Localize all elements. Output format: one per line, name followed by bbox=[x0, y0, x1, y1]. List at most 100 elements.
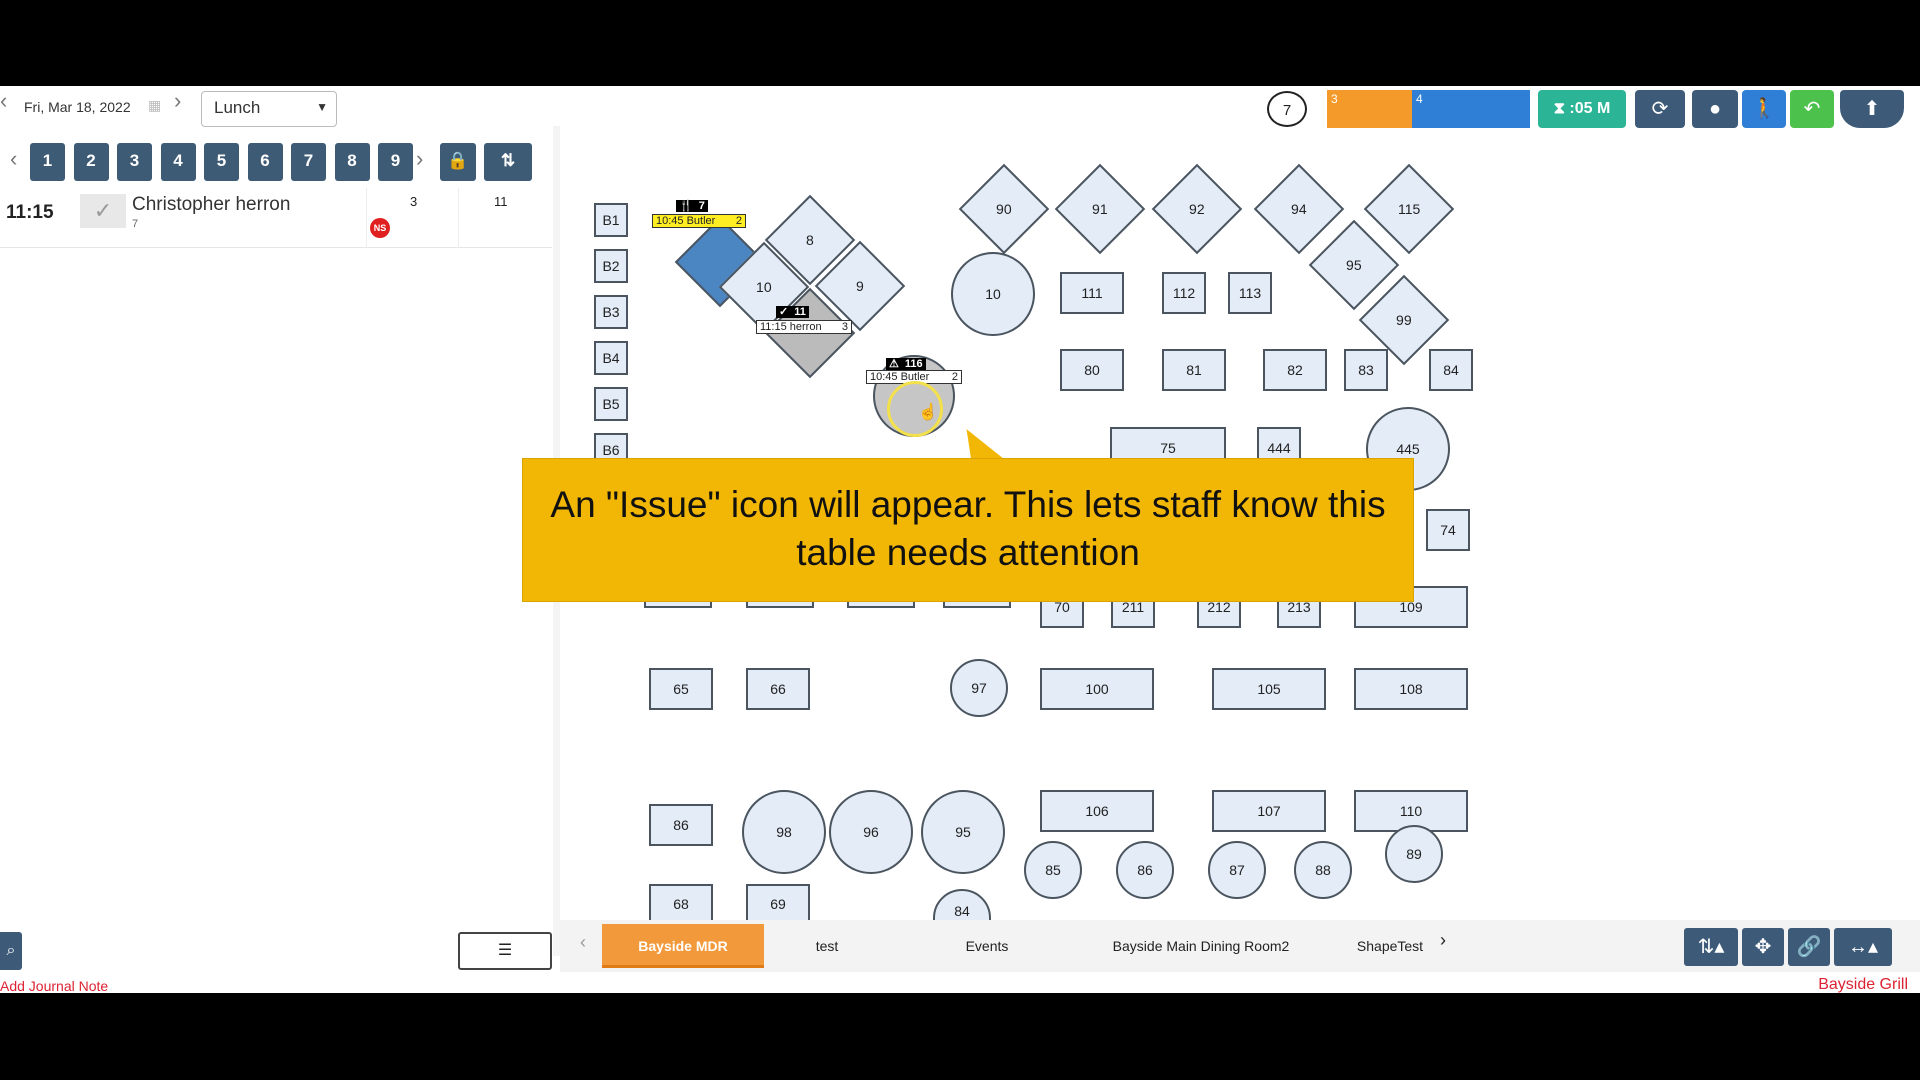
cutlery-icon: 🍴 bbox=[676, 200, 696, 212]
table-113[interactable]: 113 bbox=[1228, 272, 1272, 314]
meal-period-select[interactable]: Lunch ▼ bbox=[201, 91, 337, 127]
page-button-2[interactable]: 2 bbox=[73, 143, 109, 181]
timer-value: :05 M bbox=[1569, 100, 1611, 117]
table-68[interactable]: 68 bbox=[649, 884, 713, 924]
status-bar-blue: 4 bbox=[1412, 90, 1530, 128]
link-tool-button[interactable]: 🔗 bbox=[1788, 928, 1830, 966]
table-83[interactable]: 83 bbox=[1344, 349, 1388, 391]
herron-ticket-tag[interactable]: ✓11 bbox=[776, 302, 809, 320]
table-82[interactable]: 82 bbox=[1263, 349, 1327, 391]
reservation-row[interactable]: 11:15 ✓ Christopher herron 7 3 11 NS bbox=[0, 188, 552, 248]
table-112[interactable]: 112 bbox=[1162, 272, 1206, 314]
no-show-badge[interactable]: NS bbox=[370, 218, 390, 238]
table-84[interactable]: 84 bbox=[1429, 349, 1473, 391]
user-button[interactable]: ● bbox=[1692, 90, 1738, 128]
table-95-round[interactable]: 95 bbox=[921, 790, 1005, 874]
party-size: 3 bbox=[410, 194, 418, 209]
page-button-1[interactable]: 1 bbox=[30, 143, 65, 181]
table-74[interactable]: 74 bbox=[1426, 509, 1470, 551]
resize-tool-button[interactable]: ↔▴ bbox=[1834, 928, 1892, 966]
issue-ticket-tag[interactable]: ⚠116 bbox=[886, 354, 926, 372]
room-tab-bayside-main-dining-room2[interactable]: Bayside Main Dining Room2 bbox=[1112, 938, 1290, 954]
table-105[interactable]: 105 bbox=[1212, 668, 1326, 710]
prev-date-arrow[interactable]: ‹ bbox=[0, 88, 8, 113]
add-journal-note-link[interactable]: Add Journal Note bbox=[0, 978, 109, 994]
reservation-time: 11:15 bbox=[6, 202, 54, 223]
pagination-next-arrow[interactable]: › bbox=[416, 146, 424, 171]
table-90[interactable]: 90 bbox=[958, 163, 1050, 255]
search-button[interactable]: ⌕ bbox=[0, 932, 22, 970]
table-107[interactable]: 107 bbox=[1212, 790, 1326, 832]
next-date-arrow[interactable]: › bbox=[174, 88, 182, 113]
table-108[interactable]: 108 bbox=[1354, 668, 1468, 710]
page-button-6[interactable]: 6 bbox=[247, 143, 283, 181]
pagination-prev-arrow[interactable]: ‹ bbox=[10, 146, 18, 171]
booth-b1[interactable]: B1 bbox=[594, 203, 628, 237]
table-98[interactable]: 98 bbox=[742, 790, 826, 874]
page-button-4[interactable]: 4 bbox=[160, 143, 196, 181]
table-111[interactable]: 111 bbox=[1060, 272, 1124, 314]
move-tool-button[interactable]: ✥ bbox=[1742, 928, 1784, 966]
herron-label-text: 11:15 herron bbox=[760, 321, 822, 333]
room-tab-test[interactable]: test bbox=[815, 938, 839, 954]
page-button-3[interactable]: 3 bbox=[117, 143, 152, 181]
booth-b5[interactable]: B5 bbox=[594, 387, 628, 421]
tabs-next-arrow[interactable]: › bbox=[1440, 930, 1446, 950]
table-86-round[interactable]: 86 bbox=[1116, 841, 1174, 899]
sort-tool-button[interactable]: ⇅▴ bbox=[1684, 928, 1738, 966]
date-display[interactable]: Fri, Mar 18, 2022 bbox=[24, 99, 131, 115]
table-87[interactable]: 87 bbox=[1208, 841, 1266, 899]
table-88[interactable]: 88 bbox=[1294, 841, 1352, 899]
table-92[interactable]: 92 bbox=[1151, 163, 1243, 255]
resize-horizontal-icon: ↔▴ bbox=[1847, 936, 1879, 958]
table-66[interactable]: 66 bbox=[746, 668, 810, 710]
table-94[interactable]: 94 bbox=[1253, 163, 1345, 255]
table-86-square[interactable]: 86 bbox=[649, 804, 713, 846]
table-69[interactable]: 69 bbox=[746, 884, 810, 924]
table-85[interactable]: 85 bbox=[1024, 841, 1082, 899]
lock-button[interactable]: 🔒 bbox=[440, 143, 476, 181]
walk-in-button[interactable]: 🚶 bbox=[1742, 90, 1786, 128]
scroll-up-button[interactable]: ⬆ bbox=[1840, 90, 1904, 128]
table-115[interactable]: 115 bbox=[1363, 163, 1455, 255]
check-icon: ✓ bbox=[776, 306, 792, 318]
status-bar-blue-count: 4 bbox=[1416, 92, 1423, 106]
tabs-prev-arrow[interactable]: ‹ bbox=[580, 932, 586, 952]
room-tab-shapetest[interactable]: ShapeTest bbox=[1356, 938, 1424, 954]
sort-button[interactable]: ⇅ bbox=[484, 143, 532, 181]
table-97[interactable]: 97 bbox=[950, 659, 1008, 717]
booth-b2[interactable]: B2 bbox=[594, 249, 628, 283]
room-tab-events[interactable]: Events bbox=[965, 938, 1009, 954]
table-65[interactable]: 65 bbox=[649, 668, 713, 710]
table-81[interactable]: 81 bbox=[1162, 349, 1226, 391]
page-button-8[interactable]: 8 bbox=[334, 143, 370, 181]
booth-b4[interactable]: B4 bbox=[594, 341, 628, 375]
table-96[interactable]: 96 bbox=[829, 790, 913, 874]
page-button-9[interactable]: 9 bbox=[378, 143, 413, 181]
calendar-icon[interactable]: ▦ bbox=[148, 97, 162, 113]
table-80[interactable]: 80 bbox=[1060, 349, 1124, 391]
refresh-button[interactable]: ⟳ bbox=[1635, 90, 1685, 128]
refresh-icon: ⟳ bbox=[1651, 98, 1669, 120]
tutorial-callout: An "Issue" icon will appear. This lets s… bbox=[522, 458, 1414, 602]
timer-button[interactable]: ⧗ :05 M bbox=[1538, 90, 1626, 128]
table-91[interactable]: 91 bbox=[1054, 163, 1146, 255]
table-106[interactable]: 106 bbox=[1040, 790, 1154, 832]
list-view-button[interactable]: ☰ bbox=[458, 932, 552, 970]
butler-label-text: 10:45 Butler bbox=[656, 215, 716, 227]
hand-cursor-icon: ☝ bbox=[918, 404, 938, 421]
table-10-round[interactable]: 10 bbox=[951, 252, 1035, 336]
lock-icon: 🔒 bbox=[447, 151, 469, 170]
table-100[interactable]: 100 bbox=[1040, 668, 1154, 710]
page-button-7[interactable]: 7 bbox=[291, 143, 326, 181]
checkin-checkbox[interactable]: ✓ bbox=[80, 194, 126, 228]
page-button-5[interactable]: 5 bbox=[204, 143, 239, 181]
table-89[interactable]: 89 bbox=[1385, 825, 1443, 883]
reservation-subtext: 7 bbox=[132, 218, 139, 230]
room-tab-bayside-mdr[interactable]: Bayside MDR bbox=[602, 924, 764, 968]
booth-b3[interactable]: B3 bbox=[594, 295, 628, 329]
phone-button[interactable]: ↶ bbox=[1790, 90, 1834, 128]
butler-ticket-tag[interactable]: 🍴7 bbox=[676, 196, 708, 214]
